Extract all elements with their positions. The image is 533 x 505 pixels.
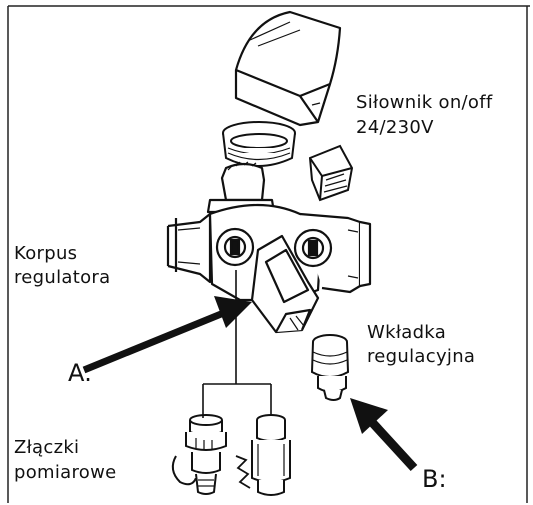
connector-leader-lines xyxy=(202,270,272,418)
regulating-insert xyxy=(310,334,350,401)
connectors-label-line1: Złączki xyxy=(14,437,80,458)
valve-body xyxy=(166,161,372,334)
actuator-head xyxy=(234,10,342,127)
actuator-label-line2: 24/230V xyxy=(356,117,434,138)
body-label-line1: Korpus xyxy=(14,243,78,264)
small-adapter xyxy=(308,144,354,202)
marker-a: A: xyxy=(68,359,93,387)
measuring-connectors xyxy=(171,414,291,496)
insert-label-line2: regulacyjna xyxy=(367,346,476,367)
marker-b: B: xyxy=(422,465,447,493)
arrow-b xyxy=(350,398,418,472)
body-label-line2: regulatora xyxy=(14,267,111,288)
connectors-label-line2: pomiarowe xyxy=(14,462,117,483)
adapter-ring xyxy=(222,121,296,167)
arrow-a xyxy=(82,296,252,374)
insert-label-line1: Wkładka xyxy=(367,322,447,343)
actuator-label-line1: Siłownik on/off xyxy=(356,92,493,113)
